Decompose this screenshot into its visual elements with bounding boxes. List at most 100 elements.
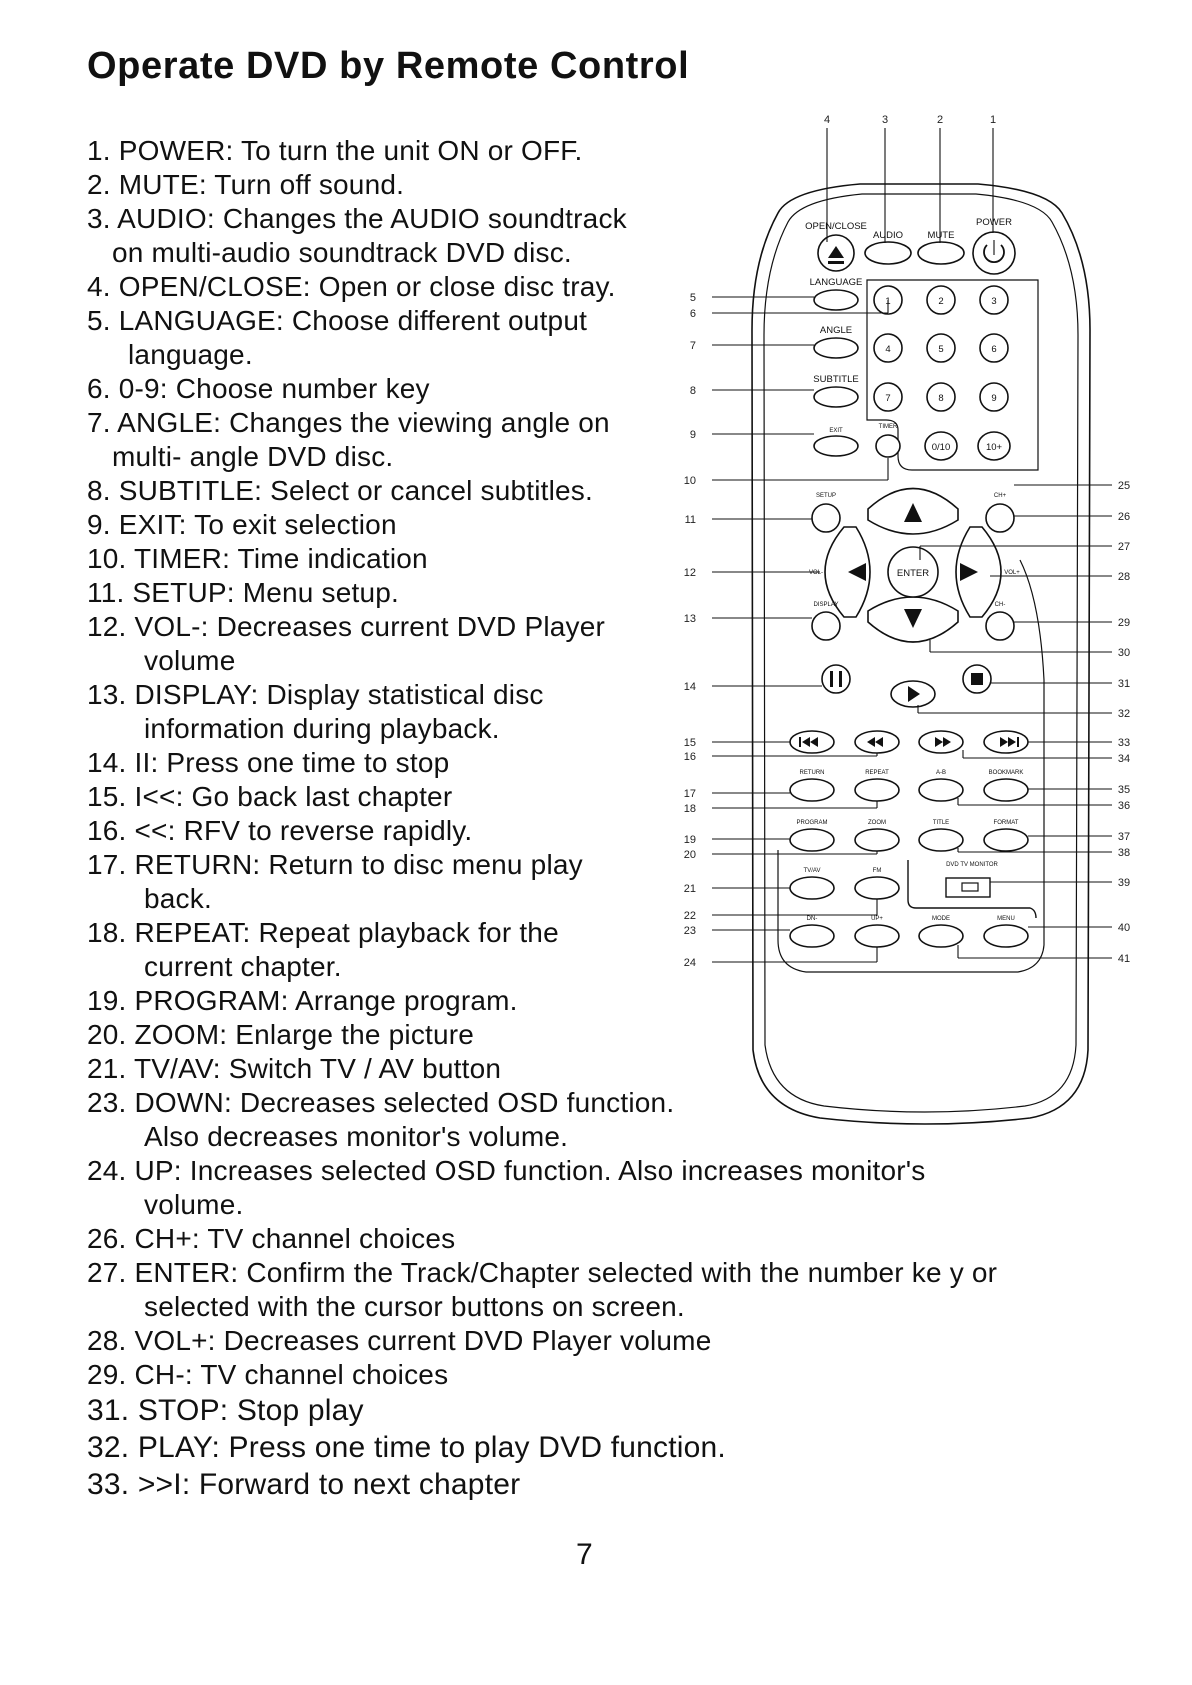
display-button[interactable]: [811, 611, 841, 641]
instruction-item: 10. TIMER: Time indication: [87, 542, 428, 576]
power-icon: [983, 244, 1005, 264]
mode-button[interactable]: [918, 924, 964, 948]
instruction-line-continued: volume: [144, 645, 236, 676]
callout-number: 31: [1118, 678, 1130, 690]
callout-number: 41: [1118, 953, 1130, 965]
repeat-label: REPEAT: [865, 770, 889, 776]
digit-button[interactable]: [926, 333, 956, 363]
callout-number: 6: [690, 308, 696, 320]
digit-label: 2: [938, 296, 943, 307]
zoom-button[interactable]: [854, 828, 900, 852]
program-button[interactable]: [789, 828, 835, 852]
remote-body-inner: [763, 193, 1079, 1113]
instruction-line: 6. 0-9: Choose number key: [87, 373, 430, 404]
callout-number: 19: [684, 834, 696, 846]
nav-up-key: [867, 487, 959, 535]
callout-number: 33: [1118, 737, 1130, 749]
left-arrow-icon: [848, 563, 866, 581]
instruction-line: 9. EXIT: To exit selection: [87, 509, 397, 540]
instruction-item: 32. PLAY: Press one time to play DVD fun…: [87, 1430, 726, 1466]
bookmark-button[interactable]: [983, 778, 1029, 802]
instruction-item: 6. 0-9: Choose number key: [87, 372, 430, 406]
digit-button[interactable]: [926, 285, 956, 315]
instruction-line: 26. CH+: TV channel choices: [87, 1223, 456, 1254]
callout-number: 11: [685, 514, 696, 526]
ab-label: A-B: [936, 770, 946, 776]
repeat-button[interactable]: [854, 778, 900, 802]
instruction-line: 19. PROGRAM: Arrange program.: [87, 985, 518, 1016]
instruction-item: 31. STOP: Stop play: [87, 1393, 364, 1429]
instruction-item: 29. CH-: TV channel choices: [87, 1358, 448, 1392]
instruction-line-continued: back.: [144, 883, 212, 914]
instruction-line: 23. DOWN: Decreases selected OSD functio…: [87, 1087, 675, 1118]
fm-button[interactable]: [854, 876, 900, 900]
callout-number: 20: [684, 849, 696, 861]
title-button[interactable]: [918, 828, 964, 852]
enter-button[interactable]: [887, 546, 939, 598]
ch-minus-button[interactable]: [985, 611, 1015, 641]
format-button[interactable]: [983, 828, 1029, 852]
return-button[interactable]: [789, 778, 835, 802]
instruction-item: 23. DOWN: Decreases selected OSD functio…: [87, 1086, 674, 1154]
timer-button[interactable]: [875, 434, 901, 458]
mode-label: MODE: [932, 916, 950, 922]
exit-button[interactable]: [813, 435, 859, 457]
ch-plus-button[interactable]: [985, 503, 1015, 533]
digit-label: 6: [991, 344, 996, 355]
digit-button[interactable]: [924, 431, 958, 461]
digit-button[interactable]: [979, 382, 1009, 412]
callout-number: 30: [1118, 647, 1130, 659]
setup-button[interactable]: [811, 503, 841, 533]
digit-label: 0/10: [932, 442, 951, 453]
open-close-label: OPEN/CLOSE: [805, 221, 867, 232]
digit-label: 9: [991, 393, 996, 404]
mute-button[interactable]: [917, 241, 965, 265]
instruction-line: 15. I<<: Go back last chapter: [87, 781, 453, 812]
callout-number: 35: [1118, 784, 1130, 796]
nav-down-key: [867, 596, 959, 643]
callout-number: 27: [1118, 541, 1130, 553]
power-label: POWER: [976, 217, 1012, 228]
dn-button[interactable]: [789, 924, 835, 948]
instruction-line: 24. UP: Increases selected OSD function.…: [87, 1155, 926, 1186]
up-arrow-icon: [904, 503, 922, 522]
ab-button[interactable]: [918, 778, 964, 802]
instruction-item: 33. >>I: Forward to next chapter: [87, 1467, 520, 1503]
audio-button[interactable]: [864, 241, 912, 265]
instruction-line: 14. II: Press one time to stop: [87, 747, 450, 778]
pause-icon-bar: [839, 671, 842, 687]
return-label: RETURN: [800, 770, 825, 776]
menu-button[interactable]: [983, 924, 1029, 948]
tvav-label: TV/AV: [804, 868, 821, 874]
callout-number: 40: [1118, 922, 1130, 934]
digit-button[interactable]: [873, 382, 903, 412]
digit-button[interactable]: [873, 333, 903, 363]
up-button[interactable]: [854, 924, 900, 948]
callout-number: 37: [1118, 831, 1130, 843]
instruction-item: 1. POWER: To turn the unit ON or OFF.: [87, 134, 583, 168]
instruction-item: 9. EXIT: To exit selection: [87, 508, 397, 542]
lower-panel-outline: [777, 559, 1045, 973]
language-button[interactable]: [813, 289, 859, 311]
digit-button[interactable]: [977, 431, 1011, 461]
rewind-icon: [875, 737, 883, 747]
digit-button[interactable]: [926, 382, 956, 412]
angle-button[interactable]: [813, 337, 859, 359]
language-label: LANGUAGE: [810, 277, 863, 288]
pause-button[interactable]: [821, 664, 851, 694]
prev-chapter-icon: [810, 737, 818, 747]
page-title: Operate DVD by Remote Control: [87, 45, 690, 87]
next-chapter-icon: [1017, 737, 1019, 747]
callout-number: 34: [1118, 753, 1130, 765]
digit-button[interactable]: [979, 285, 1009, 315]
eject-icon: [828, 246, 844, 258]
tvav-button[interactable]: [789, 876, 835, 900]
instruction-line: 1. POWER: To turn the unit ON or OFF.: [87, 135, 583, 166]
subtitle-button[interactable]: [813, 386, 859, 408]
pause-icon-bar: [830, 671, 833, 687]
vol-plus-label: VOL+: [1004, 570, 1020, 576]
digit-button[interactable]: [979, 333, 1009, 363]
next-chapter-icon: [1008, 737, 1016, 747]
